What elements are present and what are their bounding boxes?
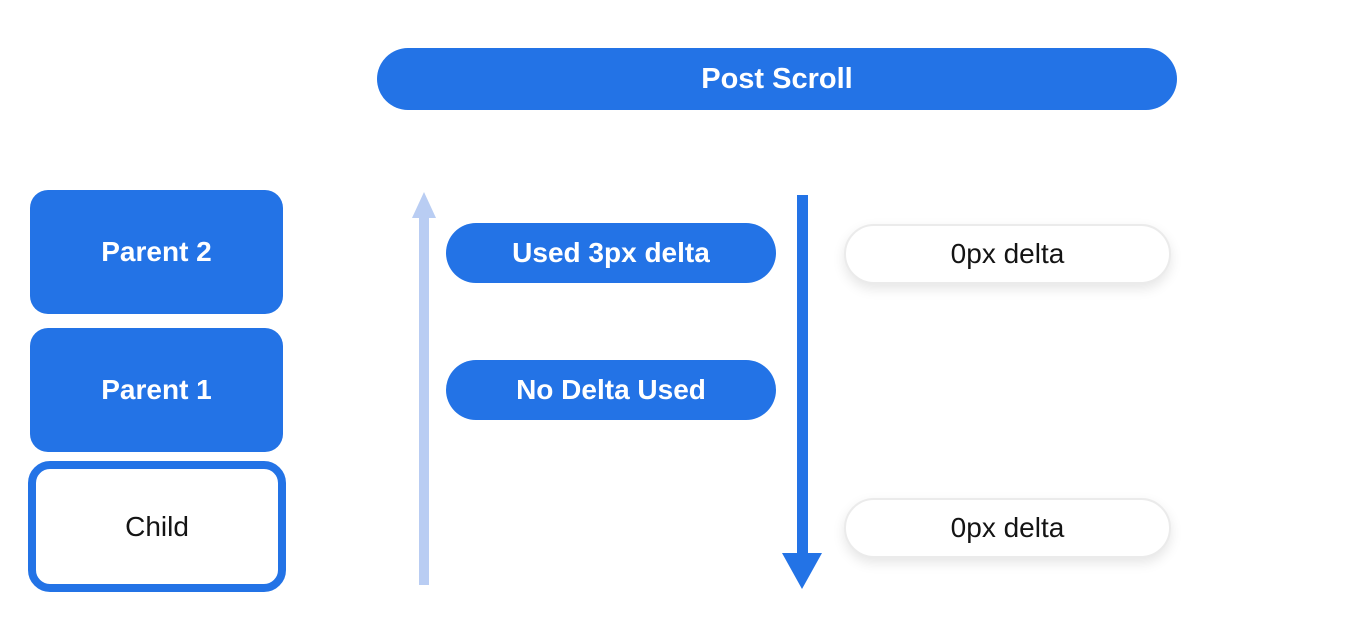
scroll-up-arrow-icon [412,192,436,585]
used-delta-pill: Used 3px delta [446,223,776,283]
no-delta-pill: No Delta Used [446,360,776,420]
child-label: Child [125,510,189,542]
parent-2-label: Parent 2 [101,236,212,267]
no-delta-label: No Delta Used [516,374,706,405]
zero-delta-bottom-label: 0px delta [950,512,1065,543]
parent-2-box: Parent 2 [30,190,283,314]
zero-delta-top-label: 0px delta [950,238,1065,269]
parent-1-label: Parent 1 [101,374,212,405]
post-scroll-banner: Post Scroll [377,48,1177,110]
post-scroll-label: Post Scroll [701,62,853,95]
child-box: Child [28,461,286,592]
zero-delta-bottom-pill: 0px delta [844,498,1171,558]
parent-1-box: Parent 1 [30,328,283,452]
used-delta-label: Used 3px delta [512,237,710,268]
zero-delta-top-pill: 0px delta [844,224,1171,284]
scroll-down-arrow-icon [782,195,822,589]
